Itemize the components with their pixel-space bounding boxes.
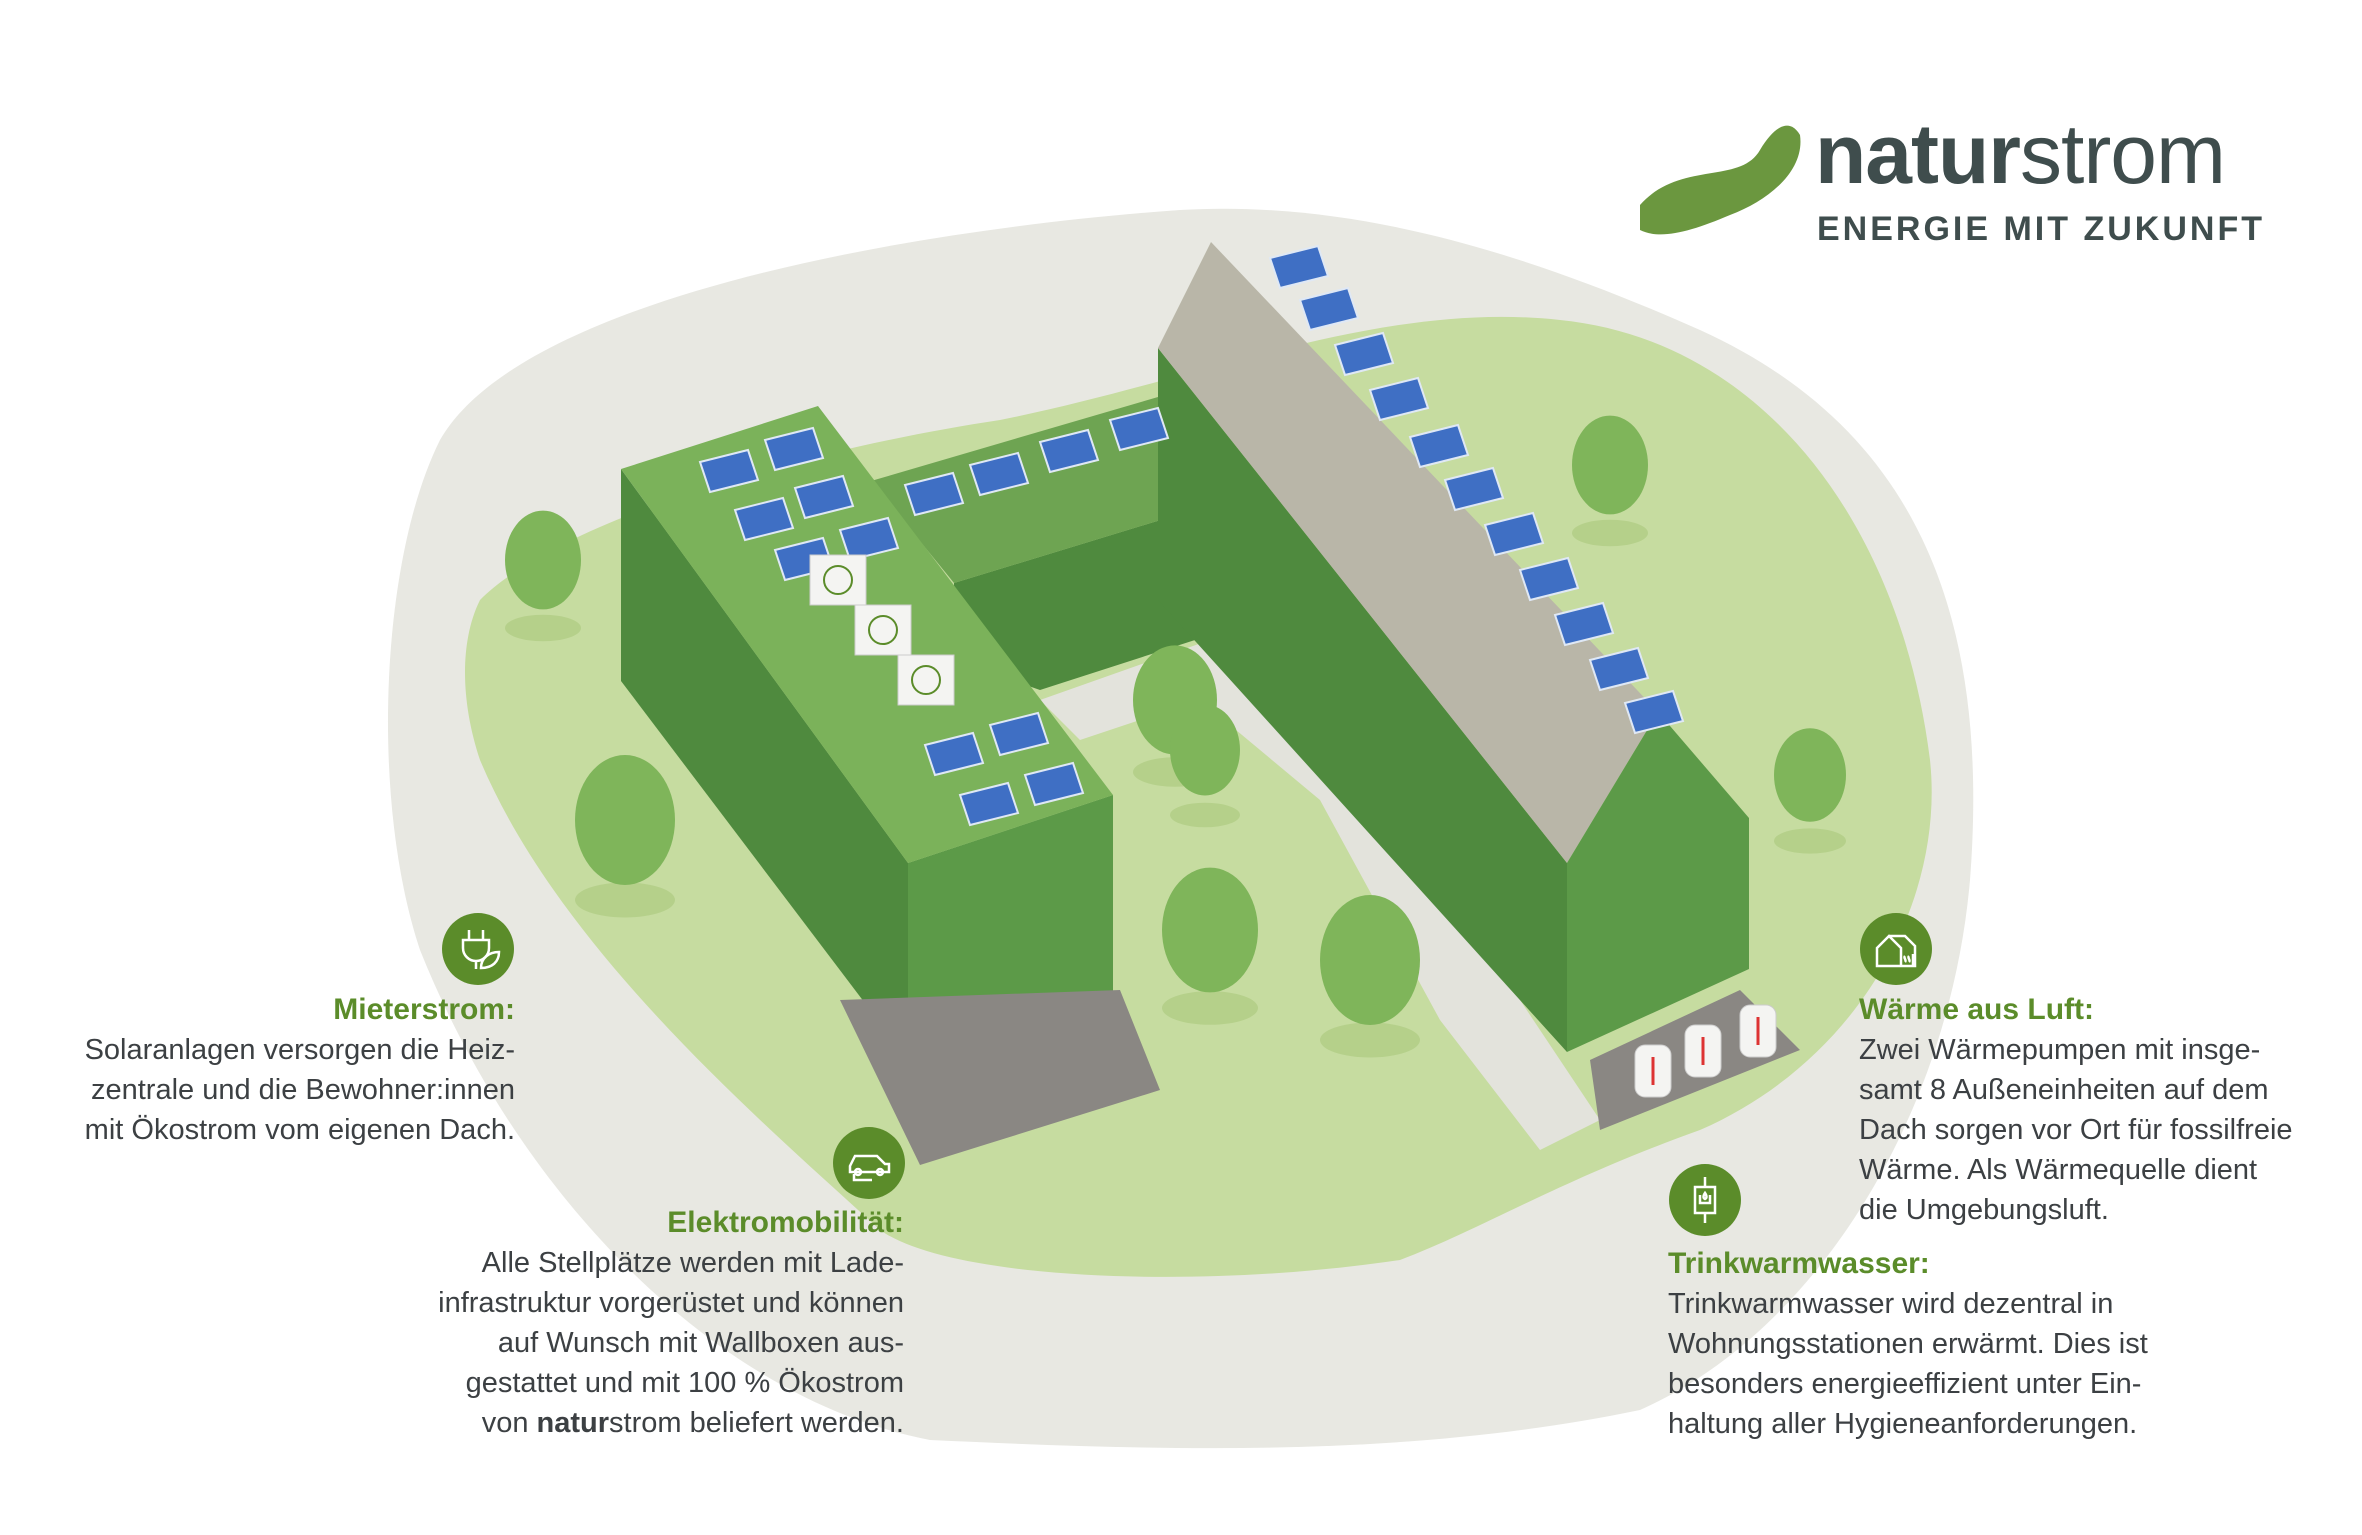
tree-shadow xyxy=(1162,991,1258,1025)
text-prefix: von xyxy=(481,1407,537,1439)
solar-panel xyxy=(1038,428,1100,474)
solar-panel xyxy=(1553,601,1615,647)
elektromobilitaet-text-line: Alle Stellplätze werden mit Lade- xyxy=(481,1247,904,1279)
brand-bold-inline: natur xyxy=(536,1407,610,1439)
trinkwarmwasser-title: Trinkwarmwasser: xyxy=(1668,1247,1930,1280)
fan-icon xyxy=(911,665,941,695)
waerme-text-line: Dach sorgen vor Ort für fossilfreie xyxy=(1859,1114,2293,1146)
tree-shadow xyxy=(1774,828,1846,854)
elektromobilitaet-text-line: infrastruktur vorgerüstet und können xyxy=(438,1287,904,1319)
waerme-text-line: die Umgebungsluft. xyxy=(1859,1194,2109,1226)
heat-pump-unit xyxy=(809,554,867,606)
house-heat-pump-icon xyxy=(1860,913,1932,985)
solar-panel xyxy=(838,516,900,562)
right-building-left-face xyxy=(1158,348,1567,1052)
mieterstrom-section: Mieterstrom: Solaranlagen versorgen die … xyxy=(85,990,515,1150)
parking-area xyxy=(840,990,1160,1165)
mieterstrom-title: Mieterstrom: xyxy=(333,993,515,1026)
solar-panel xyxy=(733,496,795,542)
trinkwarmwasser-section: Trinkwarmwasser: Trinkwarmwasser wird de… xyxy=(1668,1244,2148,1444)
elektromobilitaet-title: Elektromobilität: xyxy=(667,1206,904,1239)
tree xyxy=(1320,895,1420,1025)
solar-panel xyxy=(968,451,1030,497)
solar-panel xyxy=(698,448,760,494)
brand-tagline: ENERGIE MIT ZUKUNFT xyxy=(1817,210,2265,248)
tree-shadow xyxy=(1572,519,1648,547)
brand-logo: naturstrom xyxy=(1815,112,2226,196)
waerme-title: Wärme aus Luft: xyxy=(1859,993,2095,1026)
solar-panel xyxy=(1623,689,1685,735)
solar-panel xyxy=(1443,466,1505,512)
heat-pump-units xyxy=(809,554,1777,1098)
waerme-text-line: Wärme. Als Wärmequelle dient xyxy=(1859,1154,2258,1186)
tree-shadow xyxy=(505,614,581,642)
tree xyxy=(1170,704,1240,796)
elektromobilitaet-section: Elektromobilität: Alle Stellplätze werde… xyxy=(438,1203,904,1443)
waerme-text-line: Zwei Wärmepumpen mit insge- xyxy=(1859,1034,2261,1066)
tree xyxy=(575,755,675,885)
tree xyxy=(1162,867,1258,993)
trinkwarmwasser-text-line: besonders energieeffizient unter Ein- xyxy=(1668,1368,2142,1400)
trees xyxy=(505,415,1846,1058)
right-building-gable xyxy=(1567,712,1749,1052)
tree xyxy=(1774,728,1846,822)
elektromobilitaet-text-line: gestattet und mit 100 % Ökostrom xyxy=(465,1367,904,1399)
logo-swoosh xyxy=(1640,125,1801,235)
left-building-left-face xyxy=(621,469,908,1060)
solar-panel xyxy=(1518,556,1580,602)
heat-pump-unit xyxy=(897,654,955,706)
elektromobilitaet-text-line-last: von naturstrom beliefert werden. xyxy=(438,1403,904,1443)
mieterstrom-text-line: Solaranlagen versorgen die Heiz- xyxy=(84,1034,515,1066)
brand-name-regular: strom xyxy=(2020,107,2226,201)
electric-car-icon xyxy=(833,1127,905,1199)
elektromobilitaet-text-line: auf Wunsch mit Wallboxen aus- xyxy=(497,1327,904,1359)
heat-pump-unit xyxy=(854,604,912,656)
solar-panel xyxy=(1588,646,1650,692)
solar-panel xyxy=(923,731,985,777)
waerme-section: Wärme aus Luft: Zwei Wärmepumpen mit ins… xyxy=(1859,990,2293,1230)
solar-panel xyxy=(1408,423,1470,469)
solar-panel xyxy=(1268,244,1330,290)
waerme-text-line: samt 8 Außeneinheiten auf dem xyxy=(1859,1074,2269,1106)
tree xyxy=(505,510,581,610)
brand-name-bold: natur xyxy=(1815,107,2021,201)
solar-panel xyxy=(988,711,1050,757)
fan-icon xyxy=(823,565,853,595)
water-station-icon xyxy=(1669,1164,1741,1236)
plug-leaf-icon xyxy=(442,913,514,985)
solar-panel xyxy=(1368,376,1430,422)
trinkwarmwasser-text-line: haltung aller Hygieneanforderungen. xyxy=(1668,1408,2138,1440)
tree xyxy=(1572,415,1648,515)
solar-panel xyxy=(793,474,855,520)
solar-panel xyxy=(903,471,965,517)
trinkwarmwasser-text-line: Trinkwarmwasser wird dezentral in xyxy=(1668,1288,2114,1320)
mieterstrom-text-line: mit Ökostrom vom eigenen Dach. xyxy=(84,1114,515,1146)
footpath xyxy=(1040,640,1600,1150)
solar-panel xyxy=(1298,286,1360,332)
solar-panel xyxy=(763,426,825,472)
solar-panel xyxy=(1333,331,1395,377)
solar-panel xyxy=(958,781,1020,827)
mieterstrom-text-line: zentrale und die Bewohner:innen xyxy=(90,1074,515,1106)
fan-icon xyxy=(868,615,898,645)
solar-panel xyxy=(1023,761,1085,807)
text-suffix: strom beliefert werden. xyxy=(609,1407,904,1439)
solar-panel xyxy=(1108,406,1170,452)
solar-panels xyxy=(698,244,1685,827)
tree-shadow xyxy=(575,882,675,918)
solar-panel xyxy=(1483,511,1545,557)
trinkwarmwasser-text-line: Wohnungsstationen erwärmt. Dies ist xyxy=(1668,1328,2148,1360)
tree-shadow xyxy=(1170,802,1240,828)
tree-shadow xyxy=(1320,1022,1420,1058)
right-building-roof xyxy=(1158,242,1658,863)
